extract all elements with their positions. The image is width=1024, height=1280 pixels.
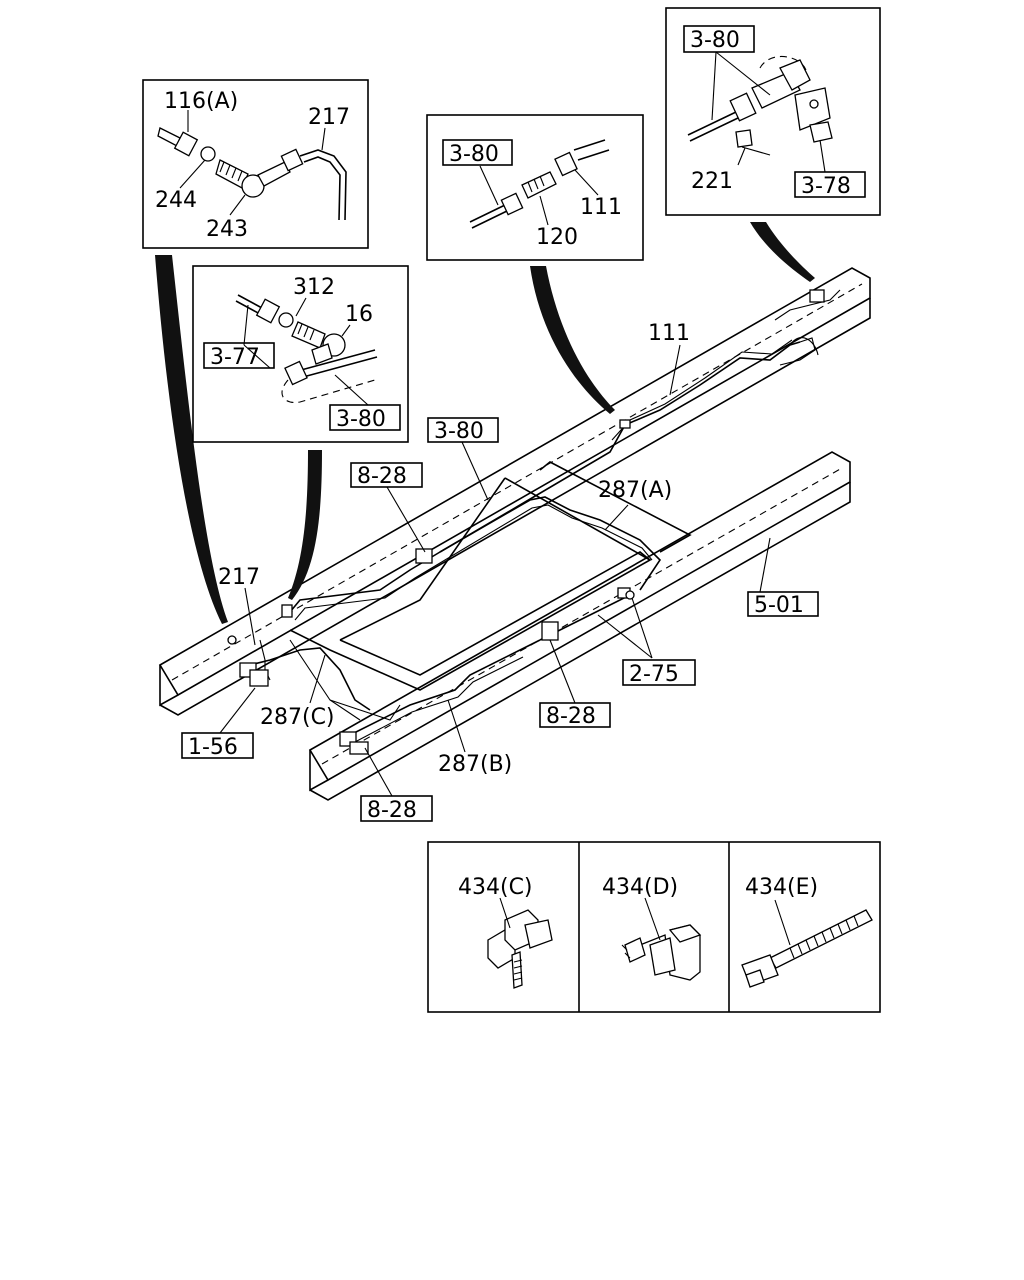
inset-top-right [665, 7, 881, 216]
label-287c: 287(C) [260, 705, 335, 730]
label-8-28-mid: 8-28 [546, 704, 596, 729]
label-5-01: 5-01 [754, 593, 804, 618]
ref-box-3-80 [427, 417, 499, 443]
ref-box-1-56 [181, 732, 254, 759]
clip-434c-icon [487, 897, 553, 989]
label-312: 312 [293, 275, 335, 300]
ref-box-8-28-top [350, 462, 423, 488]
ref-box-5-01 [747, 591, 819, 617]
label-221: 221 [691, 169, 733, 194]
label-434e: 434(E) [745, 875, 818, 900]
label-120: 120 [536, 225, 578, 250]
ref-box-8-28-mid [539, 702, 611, 728]
label-3-80: 3-80 [434, 419, 484, 444]
label-434d: 434(D) [602, 875, 678, 900]
brake-pipes [227, 289, 825, 755]
label-116a: 116(A) [164, 89, 238, 114]
label-287a: 287(A) [598, 478, 672, 503]
label-434c: 434(C) [458, 875, 533, 900]
main-leader-lines [219, 344, 771, 797]
label-287b: 287(B) [438, 752, 512, 777]
label-3-77: 3-77 [210, 345, 260, 370]
clip-434e-icon [741, 899, 873, 988]
inset-callout-leaders [155, 222, 815, 624]
ref-box-2-75 [622, 659, 696, 686]
label-217: 217 [218, 565, 260, 590]
clip-434d-icon [621, 897, 702, 981]
label-217-inset: 217 [308, 105, 350, 130]
label-3-78: 3-78 [801, 174, 851, 199]
label-2-75: 2-75 [629, 662, 679, 687]
label-3-80-inset-111: 3-80 [449, 142, 499, 167]
label-8-28-top: 8-28 [357, 464, 407, 489]
label-243: 243 [206, 217, 248, 242]
label-111: 111 [648, 321, 690, 346]
label-8-28-bottom: 8-28 [367, 798, 417, 823]
inset-312 [192, 265, 409, 443]
inset-116a [142, 79, 369, 249]
inset-111 [426, 114, 644, 261]
label-244: 244 [155, 188, 197, 213]
label-111-inset: 111 [580, 195, 622, 220]
label-3-80-top-right: 3-80 [690, 28, 740, 53]
label-16: 16 [345, 302, 373, 327]
ref-box-8-28-bottom [360, 795, 433, 822]
label-3-80-inset-312: 3-80 [336, 407, 386, 432]
label-1-56: 1-56 [188, 735, 238, 760]
clips-panel [427, 841, 881, 1013]
